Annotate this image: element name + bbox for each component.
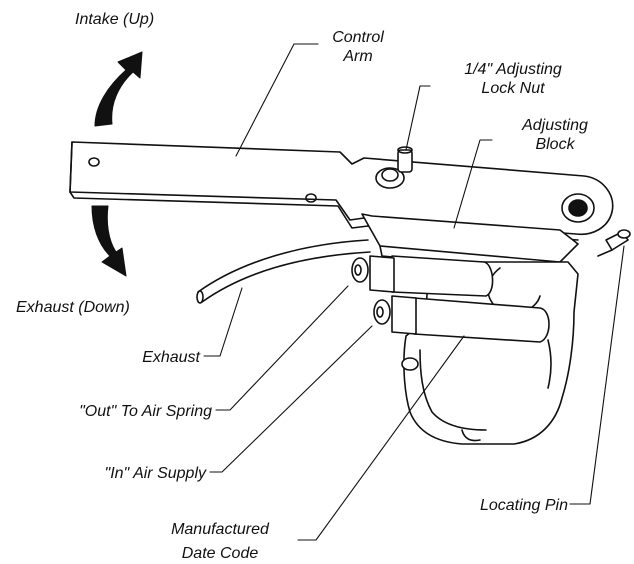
manufactured-label-line1: Manufactured [171, 521, 269, 538]
out-air-spring-label: "Out" To Air Spring [79, 403, 212, 420]
adjusting-block-label-line2: Block [535, 136, 575, 153]
lock-nut-label-line2: Lock Nut [481, 80, 545, 97]
manufactured-label-line2: Date Code [181, 545, 259, 562]
control-arm-label-line1: Control [332, 29, 384, 46]
curved-arrow-down-icon [91, 205, 127, 277]
in-fitting [373, 295, 550, 343]
in-air-supply-label: "In" Air Supply [104, 465, 206, 482]
control-arm-label-line2: Arm [343, 48, 373, 65]
exhaust-down-label: Exhaust (Down) [16, 299, 130, 316]
exhaust-tube [196, 239, 371, 304]
locating-pin [597, 229, 631, 257]
curved-arrow-up-icon [94, 51, 143, 127]
adjusting-block-label-line1: Adjusting [522, 117, 588, 134]
exhaust-label: Exhaust [142, 349, 200, 366]
lock-nut [375, 146, 413, 189]
lock-nut-label-line1: 1/4" Adjusting [464, 61, 562, 78]
leader-lines [203, 43, 625, 541]
intake-label: Intake (Up) [75, 11, 155, 28]
control-arm [69, 141, 614, 241]
locating-pin-label: Locating Pin [479, 497, 568, 514]
out-fitting [351, 255, 494, 297]
